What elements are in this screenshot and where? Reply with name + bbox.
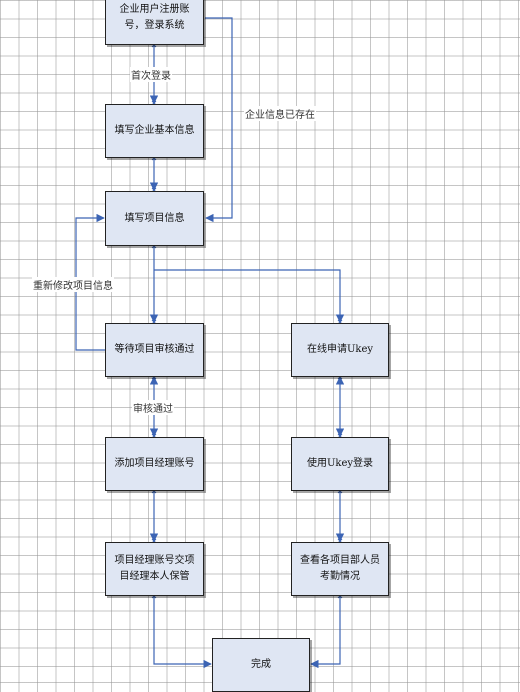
node-add-manager-label: 添加项目经理账号 — [114, 458, 195, 469]
node-register-label: 企业用户注册账号，登录系统 — [119, 3, 190, 31]
node-done-label: 完成 — [251, 659, 271, 670]
edge-attendance-to-done — [310, 596, 341, 669]
label-re-edit: 重新修改项目信息 — [32, 277, 114, 292]
node-basic-info-label: 填写企业基本信息 — [114, 125, 195, 136]
node-handover: 项目经理账号交项目经理本人保管 — [105, 542, 204, 596]
edge-handover-to-done — [153, 596, 212, 669]
node-await-review: 等待项目审核通过 — [105, 323, 204, 377]
node-ukey-login: 使用Ukey登录 — [291, 437, 389, 491]
node-check-attendance: 查看各项目部人员考勤情况 — [291, 542, 389, 596]
label-approved: 审核通过 — [132, 400, 174, 415]
node-project-info: 填写项目信息 — [105, 191, 204, 246]
node-apply-ukey: 在线申请Ukey — [291, 323, 389, 377]
label-first-login: 首次登录 — [130, 67, 172, 82]
edge-project-to-ukey — [154, 269, 345, 323]
node-basic-info: 填写企业基本信息 — [105, 104, 204, 158]
edge-register-to-project — [205, 17, 233, 223]
node-handover-label: 项目经理账号交项目经理本人保管 — [114, 555, 195, 582]
node-await-review-label: 等待项目审核通过 — [114, 344, 195, 355]
label-info-exists: 企业信息已存在 — [244, 106, 316, 121]
node-check-attendance-label: 查看各项目部人员考勤情况 — [300, 555, 380, 582]
node-project-info-label: 填写项目信息 — [124, 212, 185, 224]
node-register: 企业用户注册账号，登录系统 — [105, 0, 204, 45]
node-done: 完成 — [212, 638, 310, 692]
node-apply-ukey-label: 在线申请Ukey — [306, 344, 374, 355]
node-add-manager: 添加项目经理账号 — [105, 437, 204, 491]
node-ukey-login-label: 使用Ukey登录 — [306, 458, 374, 469]
